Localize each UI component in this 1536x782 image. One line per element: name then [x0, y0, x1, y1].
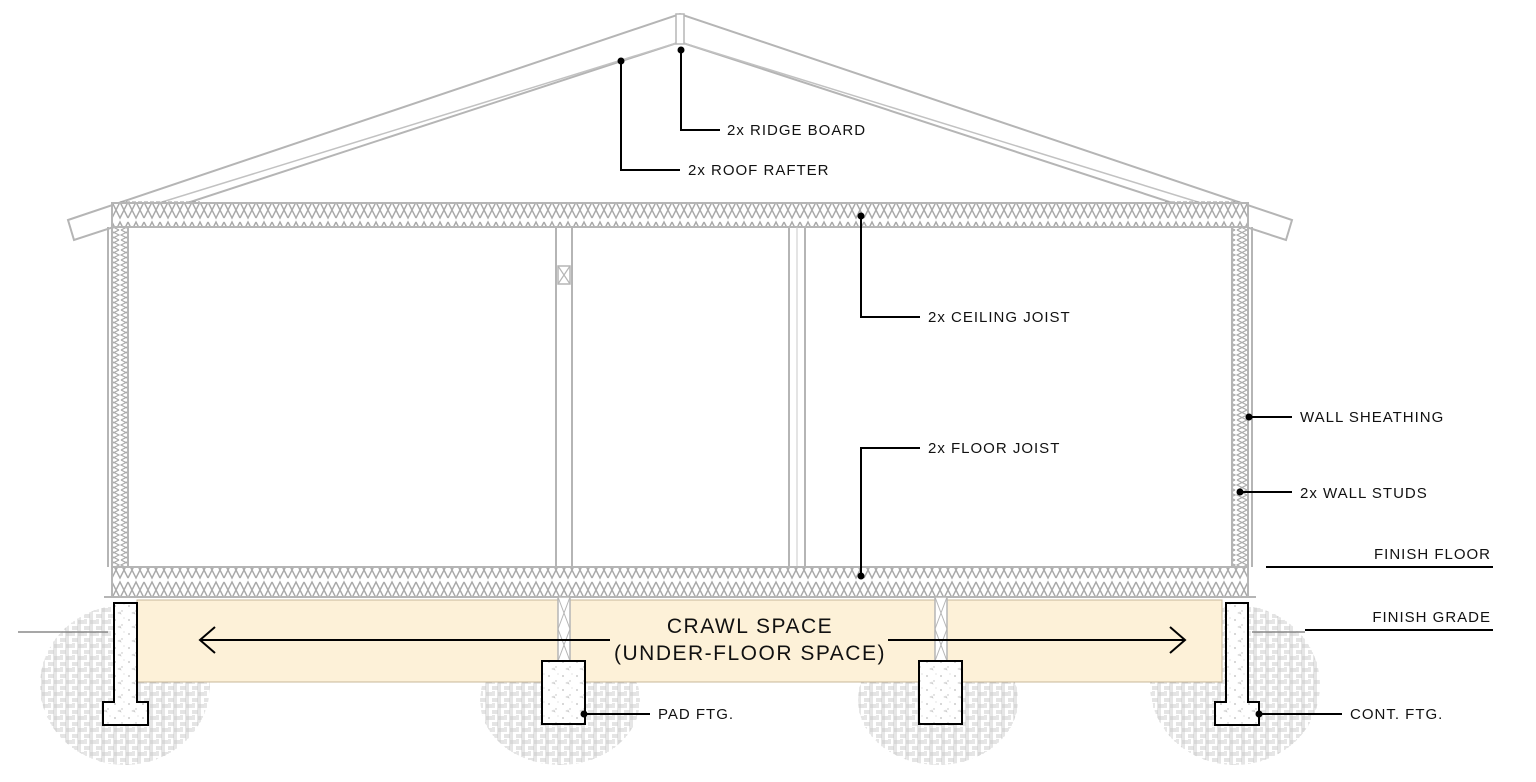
pad-footing-left	[541, 660, 586, 725]
ceiling-joist-insulation	[111, 202, 1249, 228]
interior-wall-left	[555, 226, 573, 568]
svg-text:PAD FTG.: PAD FTG.	[658, 706, 734, 723]
callout-wall-sheathing: WALL SHEATHING	[1245, 409, 1444, 426]
svg-text:2x FLOOR JOIST: 2x FLOOR JOIST	[928, 440, 1060, 457]
svg-text:2x RIDGE BOARD: 2x RIDGE BOARD	[727, 122, 866, 139]
floor-joist-insulation	[111, 566, 1249, 598]
svg-text:2x WALL STUDS: 2x WALL STUDS	[1300, 485, 1428, 502]
callout-ceiling-joist: 2x CEILING JOIST	[857, 212, 1071, 326]
crawl-space-arrow	[198, 626, 1187, 654]
svg-text:2x CEILING JOIST: 2x CEILING JOIST	[928, 309, 1071, 326]
callout-finish-floor: FINISH FLOOR	[1266, 546, 1493, 568]
ridge-board-shape	[675, 13, 685, 45]
svg-text:WALL SHEATHING: WALL SHEATHING	[1300, 409, 1444, 426]
piers	[557, 596, 948, 662]
svg-text:2x ROOF RAFTER: 2x ROOF RAFTER	[688, 162, 830, 179]
svg-text:CONT. FTG.: CONT. FTG.	[1350, 706, 1443, 723]
crawl-space-label: CRAWL SPACE	[667, 615, 833, 638]
callout-cont-ftg: CONT. FTG.	[1255, 706, 1443, 723]
exterior-wall-right	[1231, 226, 1253, 568]
pad-footing-right	[918, 660, 963, 725]
continuous-footing-right	[1214, 602, 1260, 726]
callout-finish-grade: FINISH GRADE	[1305, 609, 1493, 631]
callout-roof-rafter: 2x ROOF RAFTER	[617, 57, 830, 179]
under-floor-label: (UNDER-FLOOR SPACE)	[614, 642, 886, 665]
callout-pad-ftg: PAD FTG.	[580, 706, 734, 723]
svg-text:FINISH FLOOR: FINISH FLOOR	[1374, 546, 1491, 563]
continuous-footing-left	[102, 602, 149, 726]
callout-floor-joist: 2x FLOOR JOIST	[857, 440, 1060, 580]
interior-wall-right	[788, 226, 806, 568]
callout-wall-studs: 2x WALL STUDS	[1236, 485, 1428, 502]
roof	[66, 12, 1294, 242]
callout-ridge-board: 2x RIDGE BOARD	[677, 46, 866, 139]
svg-text:FINISH GRADE: FINISH GRADE	[1372, 609, 1491, 626]
exterior-wall-left	[107, 226, 129, 568]
